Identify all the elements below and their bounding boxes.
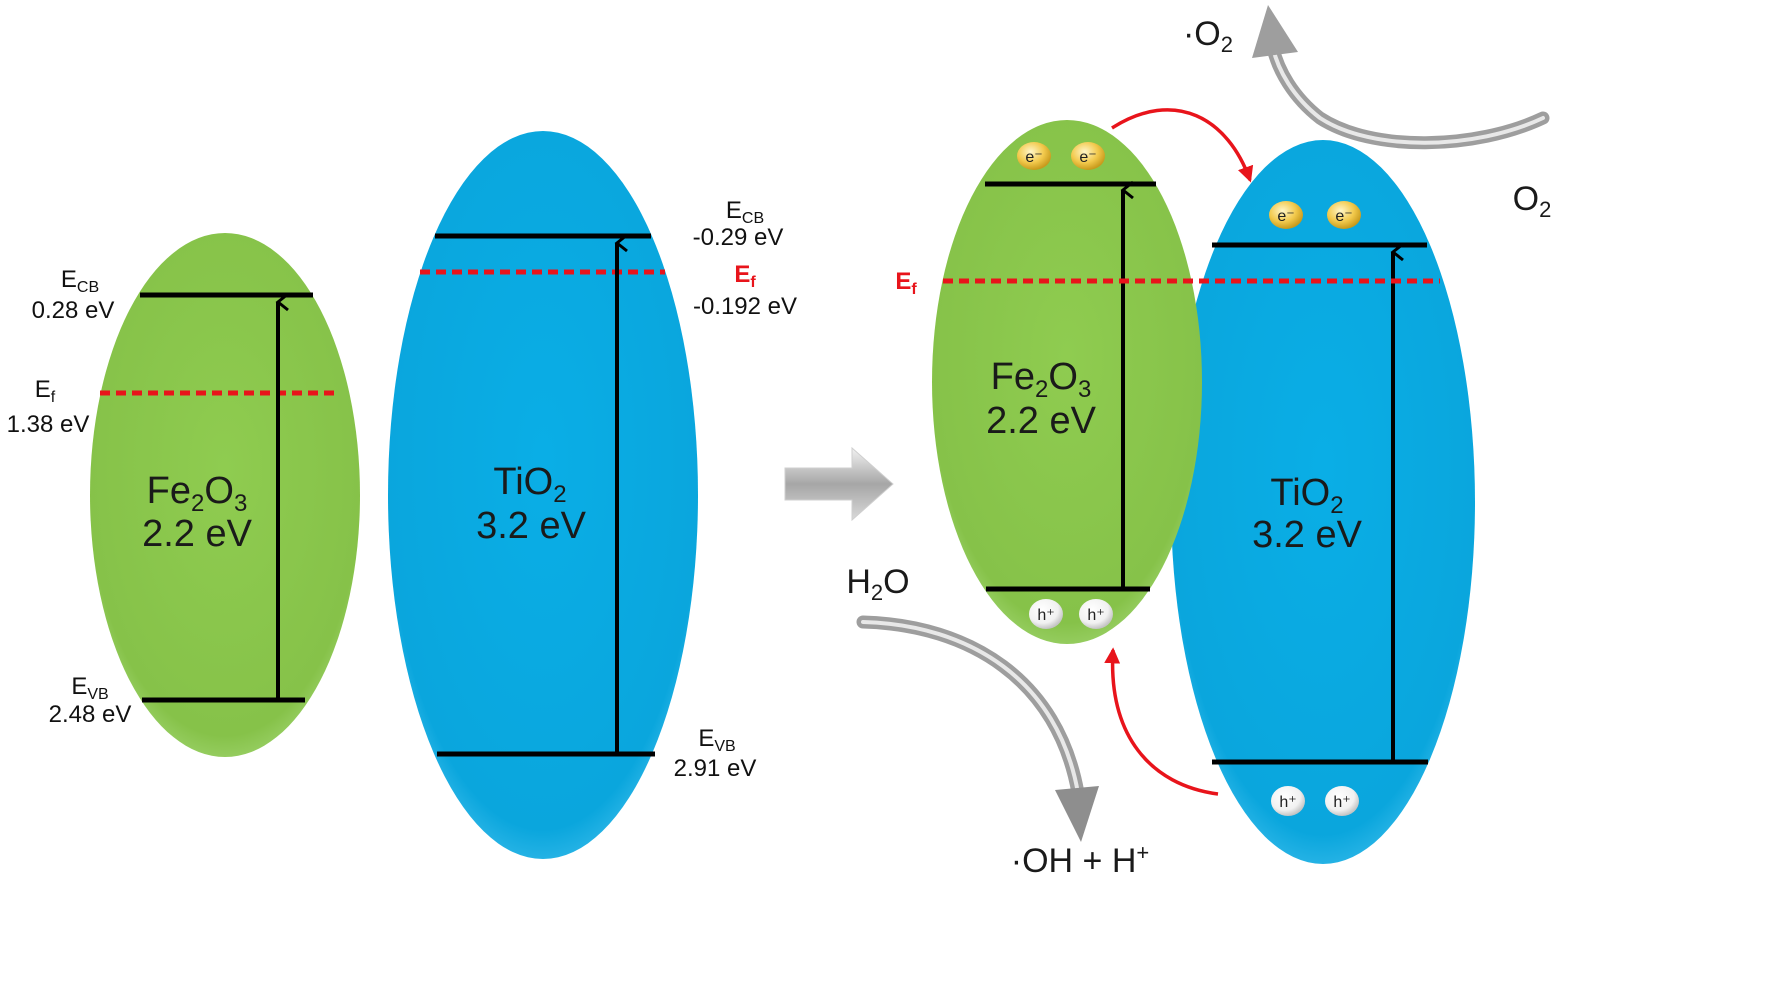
electron-transfer-arrow <box>1111 108 1254 183</box>
junction-ef-label: Ef <box>895 268 917 298</box>
tio2-ef-value: -0.192 eV <box>693 293 797 320</box>
right-tio2-electron-1: e⁻ <box>1269 201 1303 229</box>
tio2-evb-value: 2.91 eV <box>674 755 757 782</box>
hole-transfer-arrow <box>1104 647 1219 796</box>
right-fe2o3-hole-2: h⁺ <box>1079 599 1113 629</box>
right-tio2-formula: TiO2 <box>1270 472 1343 519</box>
svg-text:h⁺: h⁺ <box>1037 607 1054 624</box>
water-label: H2O <box>846 563 909 605</box>
fe2o3-ef-value: 1.38 eV <box>7 411 90 438</box>
right-tio2-panel: TiO2 3.2 eV e⁻ e⁻ h⁺ h⁺ <box>1171 140 1475 864</box>
svg-text:h⁺: h⁺ <box>1333 794 1350 811</box>
fe2o3-ecb-label: ECB <box>61 266 99 296</box>
tio2-gap: 3.2 eV <box>476 505 587 547</box>
fe2o3-ellipse <box>90 233 360 757</box>
right-fe2o3-hole-1: h⁺ <box>1029 599 1063 629</box>
svg-text:e⁻: e⁻ <box>1025 149 1042 166</box>
right-tio2-hole-1: h⁺ <box>1271 786 1305 816</box>
tio2-ecb-value: -0.29 eV <box>693 224 784 251</box>
right-tio2-hole-2: h⁺ <box>1325 786 1359 816</box>
right-fe2o3-formula: Fe2O3 <box>991 356 1092 403</box>
svg-text:e⁻: e⁻ <box>1335 208 1352 225</box>
fe2o3-formula: Fe2O3 <box>147 470 248 517</box>
tio2-ellipse <box>388 131 698 859</box>
fe2o3-gap: 2.2 eV <box>142 513 253 555</box>
tio2-evb-label: EVB <box>698 725 735 755</box>
right-fe2o3-gap: 2.2 eV <box>986 400 1097 442</box>
tio2-formula: TiO2 <box>493 461 566 508</box>
right-fe2o3-ellipse <box>932 120 1202 644</box>
fe2o3-evb-value: 2.48 eV <box>49 701 132 728</box>
svg-text:h⁺: h⁺ <box>1279 794 1296 811</box>
hydroxyl-label: ·OH + H+ <box>1011 840 1149 880</box>
water-oxidation-arrow <box>856 615 1099 842</box>
right-tio2-ellipse <box>1171 140 1475 864</box>
tio2-ecb-label: ECB <box>726 197 764 227</box>
right-tio2-gap: 3.2 eV <box>1252 514 1363 556</box>
oxygen-label: O2 <box>1513 180 1552 222</box>
fe2o3-evb-label: EVB <box>71 673 108 703</box>
tio2-ef-label: Ef <box>734 261 756 291</box>
svg-text:e⁻: e⁻ <box>1277 208 1294 225</box>
fe2o3-ecb-value: 0.28 eV <box>32 297 115 324</box>
transition-arrow <box>784 446 894 522</box>
right-fe2o3-electron-2: e⁻ <box>1071 142 1105 170</box>
left-tio2-panel: TiO2 3.2 eV ECB -0.29 eV Ef -0.192 eV EV… <box>388 131 797 859</box>
left-fe2o3-panel: Fe2O3 2.2 eV ECB 0.28 eV Ef 1.38 eV EVB … <box>7 233 360 757</box>
right-tio2-electron-2: e⁻ <box>1327 201 1361 229</box>
fe2o3-ef-label: Ef <box>35 376 56 406</box>
right-fe2o3-electron-1: e⁻ <box>1017 142 1051 170</box>
superoxide-label: ·O2 <box>1183 15 1233 57</box>
oxygen-reduction-arrow <box>1252 5 1550 150</box>
svg-text:e⁻: e⁻ <box>1079 149 1096 166</box>
right-fe2o3-panel: Fe2O3 2.2 eV e⁻ e⁻ h⁺ h⁺ <box>932 120 1202 644</box>
svg-text:h⁺: h⁺ <box>1087 607 1104 624</box>
